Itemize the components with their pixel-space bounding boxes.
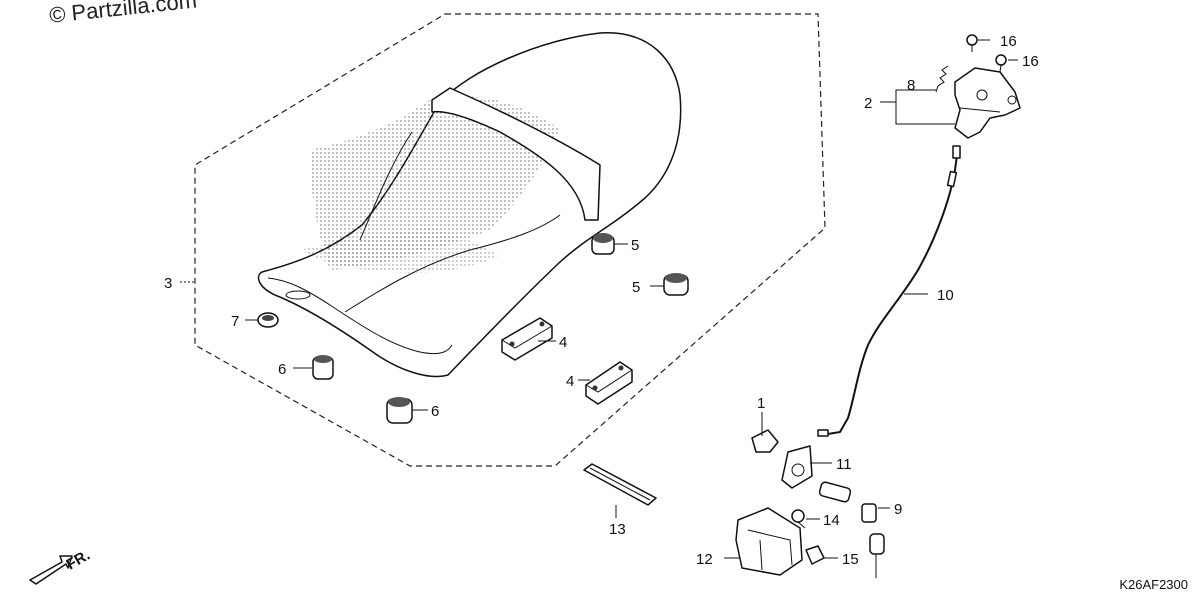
seat-part[interactable] xyxy=(257,32,682,378)
callout-13: 13 xyxy=(609,521,626,538)
callout-11: 11 xyxy=(836,456,852,473)
clip-part-1[interactable] xyxy=(751,429,779,453)
seat-latch-part-2[interactable] xyxy=(954,67,1021,139)
callout-6-lower: 6 xyxy=(431,403,439,420)
callout-5-upper: 5 xyxy=(631,237,639,254)
bracket-part-12[interactable] xyxy=(735,507,803,576)
callout-16-upper: 16 xyxy=(1000,33,1017,50)
callout-8: 8 xyxy=(907,77,915,94)
callout-4-lower: 4 xyxy=(566,373,574,390)
callout-16-lower: 16 xyxy=(1022,53,1039,70)
lock-plate-part-11[interactable] xyxy=(781,445,813,489)
block-part-4-lower[interactable] xyxy=(585,361,633,405)
spring-part-8[interactable] xyxy=(935,65,949,93)
callout-4-upper: 4 xyxy=(559,334,567,351)
callout-7: 7 xyxy=(231,313,239,330)
callout-6-upper: 6 xyxy=(278,361,286,378)
bolt-part-16-upper[interactable] xyxy=(966,34,978,52)
callout-9: 9 xyxy=(894,501,902,518)
key-cylinder-part-9[interactable] xyxy=(818,481,885,578)
grommet-part-7[interactable] xyxy=(257,312,279,328)
cushion-part-6-upper[interactable] xyxy=(312,355,334,380)
callout-12: 12 xyxy=(696,551,713,568)
bolt-part-16-lower[interactable] xyxy=(995,54,1007,73)
callout-1: 1 xyxy=(757,395,765,412)
callout-14: 14 xyxy=(823,512,840,529)
front-direction-arrow-icon xyxy=(29,555,73,585)
callout-15: 15 xyxy=(842,551,859,568)
leader-lines xyxy=(180,39,1018,559)
cushion-part-5-upper[interactable] xyxy=(591,233,615,255)
front-direction-label: FR. xyxy=(64,547,93,574)
callout-3: 3 xyxy=(164,275,172,292)
strap-part-13[interactable] xyxy=(583,463,657,506)
release-cable-part-10[interactable] xyxy=(817,145,961,437)
block-part-4-upper[interactable] xyxy=(501,317,553,361)
diagram-code: K26AF2300 xyxy=(1119,577,1188,592)
cushion-part-6-lower[interactable] xyxy=(386,397,413,424)
callout-2: 2 xyxy=(864,95,872,112)
callout-5-lower: 5 xyxy=(632,279,640,296)
callout-10: 10 xyxy=(937,287,954,304)
cushion-part-5-lower[interactable] xyxy=(663,273,689,296)
nut-part-15[interactable] xyxy=(805,545,825,565)
bolt-part-14[interactable] xyxy=(791,509,806,529)
